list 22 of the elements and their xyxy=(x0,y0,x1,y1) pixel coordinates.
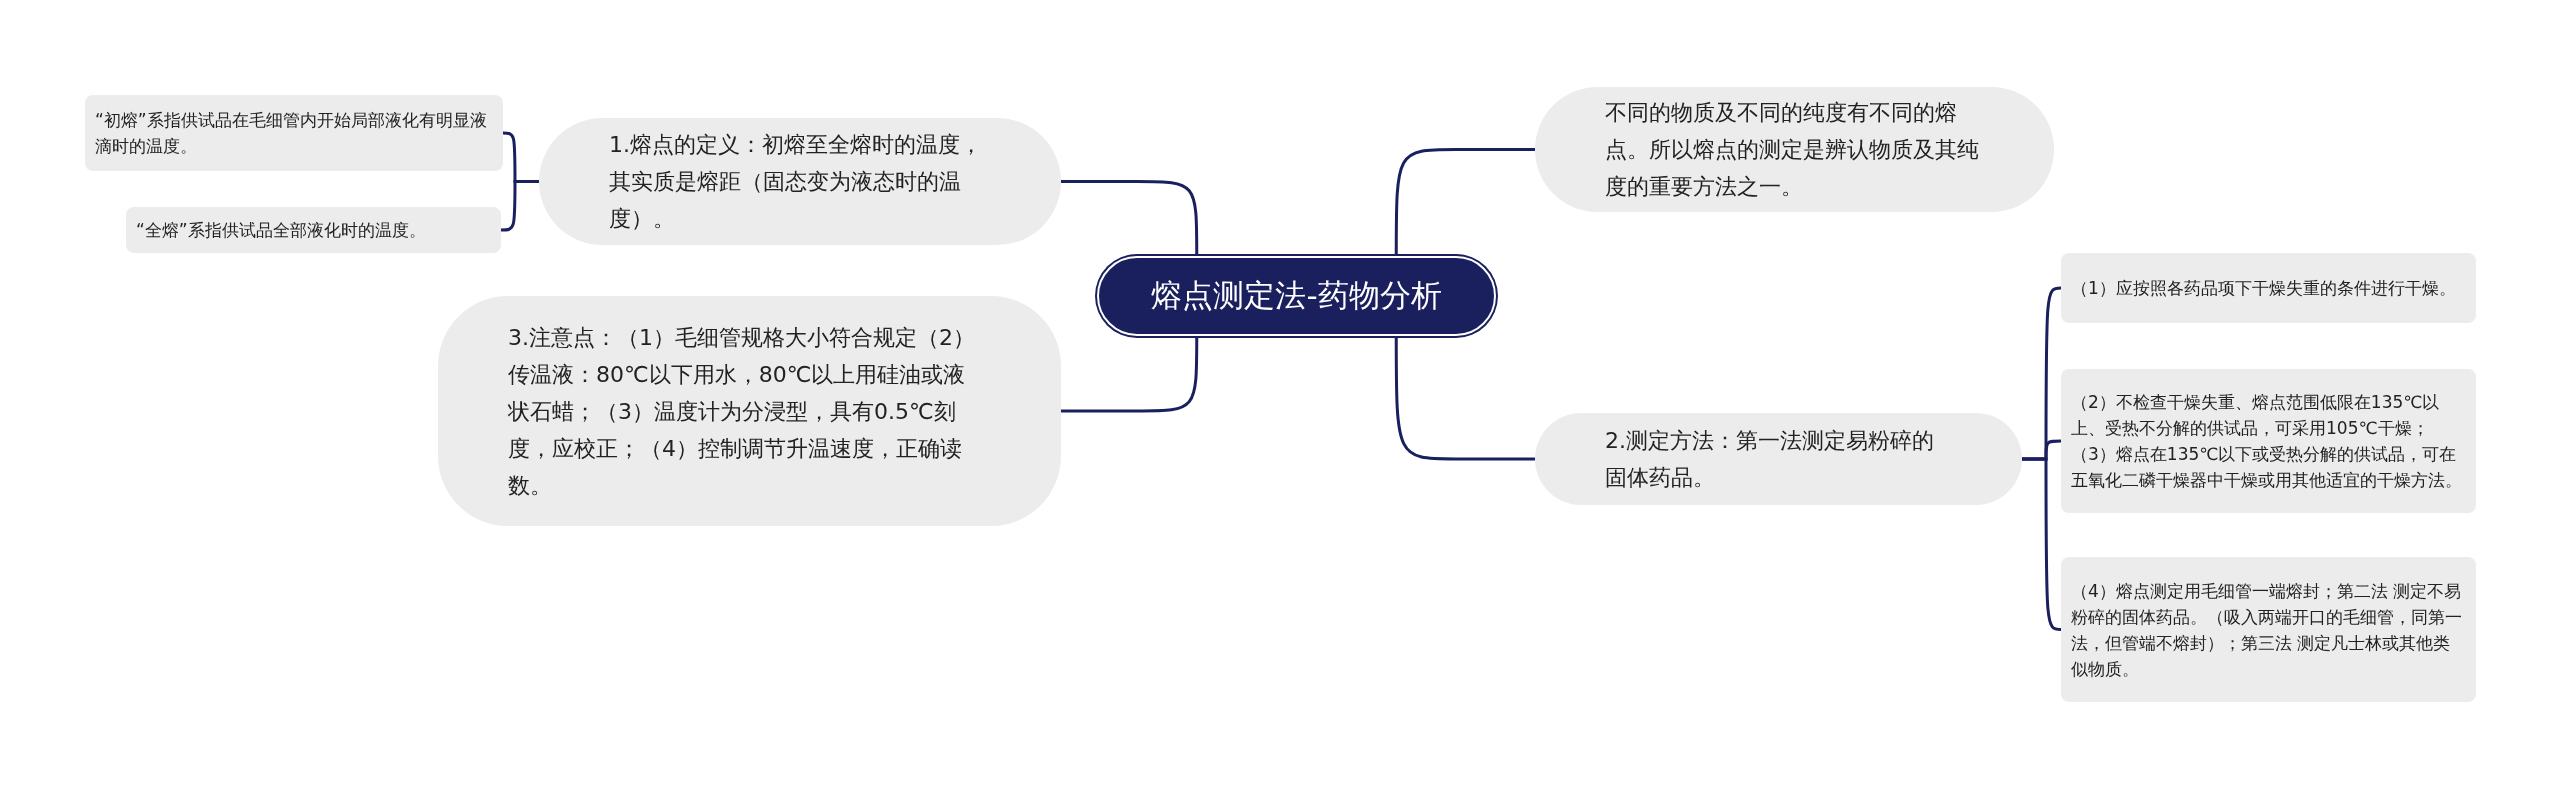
subtopic-card xyxy=(126,207,501,253)
topic-text: “初熔”系指供试品在毛细管内开始局部液化有明显液滴时的温度。 xyxy=(95,109,488,158)
connector xyxy=(501,180,539,232)
topic-text: （4）熔点测定用毛细管一端熔封；第二法 测定不易粉碎的固体药品。（吸入两端开口的毛细管，同第一法，但管端不熔封）；第三法 测定凡士林或其他类似物质。 xyxy=(2071,579,2463,681)
topic-text: 1.熔点的定义：初熔至全熔时的温度，其实质是熔距（固态变为液态时的温度）。 xyxy=(609,131,983,233)
topic-text: 不同的物质及不同的纯度有不同的熔点。所以熔点的测定是辨认物质及其纯度的重要方法之一。 xyxy=(1605,99,1980,201)
topic-text: 3.注意点：（1）毛细管规格大小符合规定（2）传温液：80℃以下用水，80℃以上用硅油或液状石蜡；（3）温度计为分浸型，具有0.5℃刻度，应校正；（4）控制调节升温速度，正确读数。 xyxy=(508,323,976,500)
connector xyxy=(1394,336,1535,461)
connector xyxy=(1061,336,1199,413)
central-topic xyxy=(1097,256,1496,336)
subtopic-card xyxy=(2061,369,2476,513)
connector xyxy=(2022,457,2062,631)
topic-text: （2）不检查干燥失重、熔点范围低限在135℃以上、受热不分解的供试品，可采用105℃干燥；（3）熔点在135℃以下或受热分解的供试品，可在五氧化二磷干燥器中干燥或用其他适宜的干燥方法。 xyxy=(2071,391,2463,492)
subtopic-card xyxy=(2061,253,2476,323)
subtopic-card xyxy=(2061,557,2476,702)
topic-bubble xyxy=(438,296,1061,526)
subtopic-card xyxy=(85,95,503,171)
topic-text: （1）应按照各药品项下干燥失重的条件进行干燥。 xyxy=(2071,277,2456,300)
topic-text: “全熔”系指供试品全部液化时的温度。 xyxy=(136,219,426,242)
connector xyxy=(1061,180,1199,256)
topic-text: 熔点测定法-药物分析 xyxy=(1151,276,1442,315)
topic-text: 2.测定方法：第一法测定易粉碎的固体药品。 xyxy=(1605,427,1935,492)
